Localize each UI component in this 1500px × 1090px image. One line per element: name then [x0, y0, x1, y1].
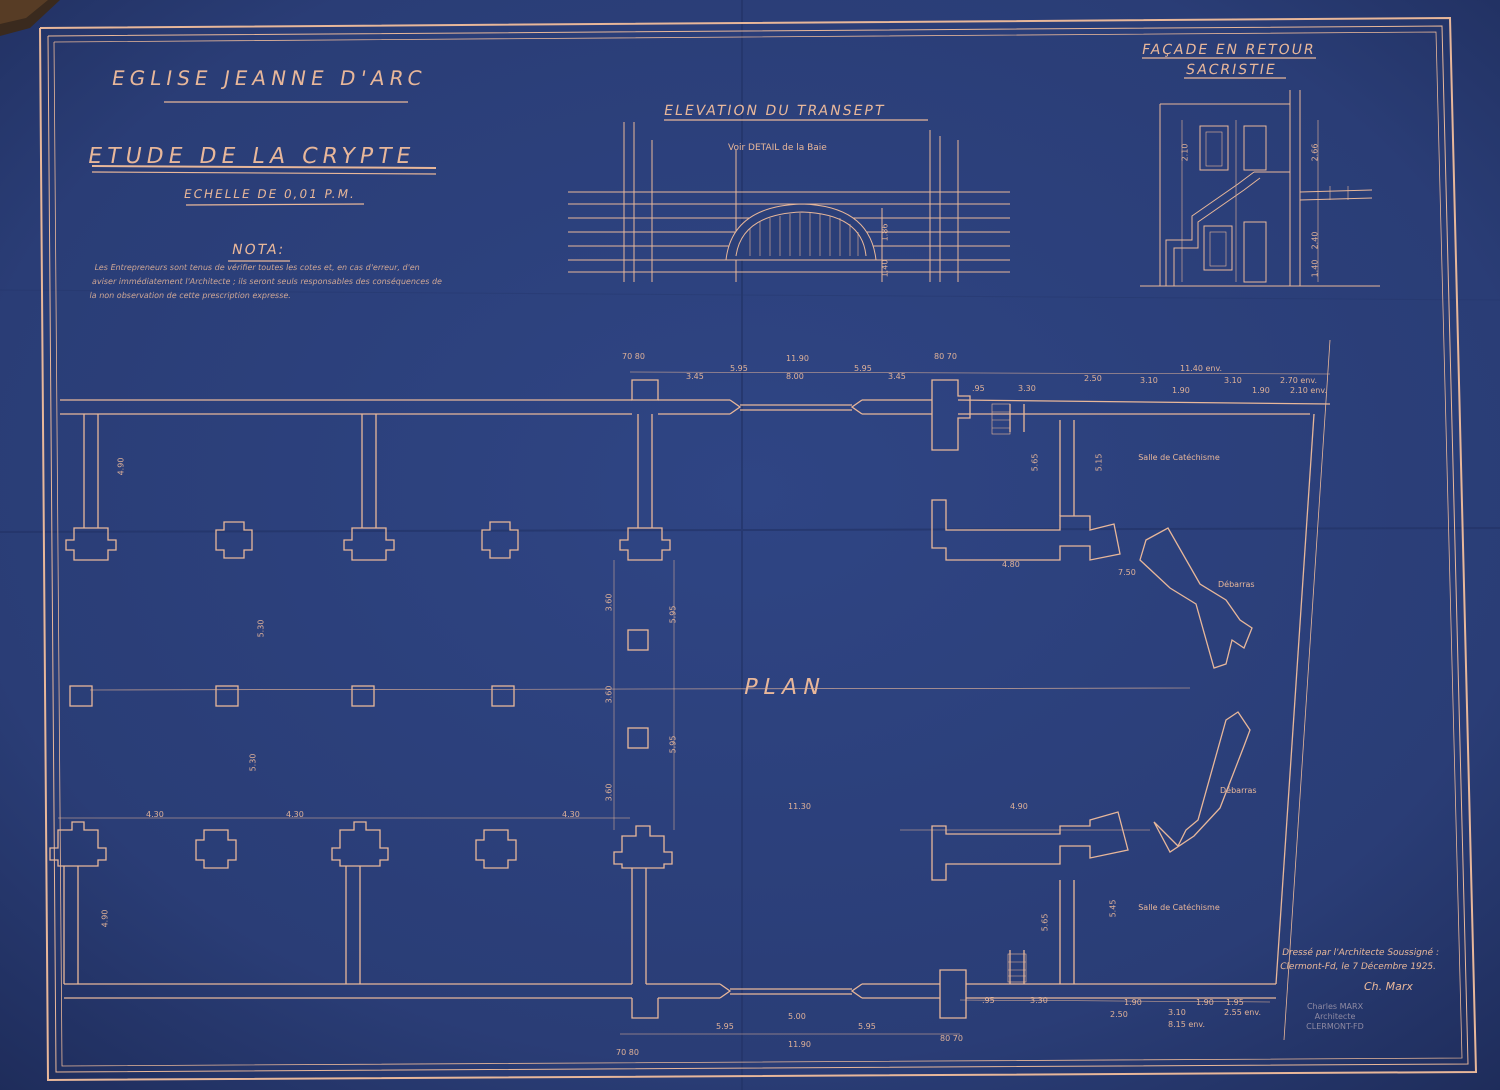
facade-subtitle: SACRISTIE	[1184, 62, 1278, 78]
church-title: EGLISE JEANNE D'ARC	[109, 66, 429, 90]
dimension-label: 5.95	[668, 735, 678, 754]
dimension-label: 2.50	[1084, 374, 1102, 383]
dimension-label: 2.40	[1310, 231, 1320, 250]
dimension-label: 5.95	[858, 1022, 876, 1031]
dimension-label: .95	[972, 384, 985, 393]
dimension-label: 2.10	[1180, 143, 1190, 162]
dimension-label: 5.95	[730, 364, 748, 373]
dimension-label: 3.30	[1018, 384, 1036, 393]
room-label-upper: Salle de Catéchisme	[1138, 453, 1220, 462]
dimension-label: 4.30	[562, 810, 580, 819]
prepared-by: Dressé par l'Architecte Soussigné :	[1281, 948, 1440, 958]
dimension-label: 3.10	[1224, 376, 1242, 385]
room-label-lower: Salle de Catéchisme	[1138, 903, 1220, 912]
crypt-plan	[49, 339, 1331, 1041]
dimension-label: 4.80	[1002, 560, 1020, 569]
dimension-label: 8.00	[786, 372, 804, 381]
transept-elevation	[568, 122, 1010, 282]
nota-heading: NOTA:	[230, 242, 287, 258]
debarras-label-upper: Débarras	[1218, 580, 1255, 589]
plan-title: PLAN	[741, 675, 829, 700]
dimension-label: 3.60	[604, 685, 614, 704]
scale-note: ECHELLE DE 0,01 P.M.	[182, 187, 358, 201]
dimension-label: 7.50	[1118, 568, 1136, 577]
dimension-label: 5.65	[1040, 913, 1050, 932]
dimension-label: 3.30	[1030, 996, 1048, 1005]
dimension-label: 4.90	[116, 457, 126, 476]
dimension-label: 2.55 env.	[1224, 1008, 1262, 1017]
dimension-label: 3.10	[1140, 376, 1158, 385]
dimension-label: 3.60	[604, 593, 614, 612]
dimension-label: 2.10 env.	[1290, 386, 1328, 395]
dimension-label: 11.90	[788, 1040, 811, 1049]
dimension-label: 2.50	[1110, 1010, 1128, 1019]
architect-stamp: Charles MARX Architecte CLERMONT-FD	[1306, 1002, 1364, 1031]
pencil-object	[0, 0, 60, 36]
elevation-note: Voir DETAIL de la Baie	[728, 143, 827, 153]
dimension-label: 5.65	[1030, 453, 1040, 472]
dimension-label: 1.40	[1310, 259, 1320, 278]
dimension-label: 1.90	[1252, 386, 1270, 395]
place-date: Clermont-Fd, le 7 Décembre 1925.	[1279, 962, 1437, 972]
dimension-label: 5.95	[668, 605, 678, 624]
dimension-label: 3.45	[686, 372, 704, 381]
dimension-label: 2.66	[1310, 143, 1320, 162]
dimension-label: 80 70	[940, 1034, 963, 1043]
dimension-label: 1.40	[880, 259, 890, 278]
dimension-label: 4.30	[146, 810, 164, 819]
dimension-label: 5.95	[854, 364, 872, 373]
dimension-label: 5.30	[248, 753, 258, 772]
dimension-label: 2.70 env.	[1280, 376, 1318, 385]
dimension-label: .95	[982, 996, 995, 1005]
dimension-label: 11.30	[788, 802, 811, 811]
facade-title: FAÇADE EN RETOUR	[1140, 42, 1317, 58]
dimension-label: 5.00	[788, 1012, 806, 1021]
dimension-label: 11.40 env.	[1180, 364, 1223, 373]
dimension-label: 5.95	[716, 1022, 734, 1031]
dimension-label: 3.60	[604, 783, 614, 802]
debarras-label-lower: Débarras	[1220, 786, 1257, 795]
dimension-label: 4.90	[1010, 802, 1028, 811]
dimension-label: 1.90	[1124, 998, 1142, 1007]
dimension-label: 3.10	[1168, 1008, 1186, 1017]
dimension-label: 80 70	[934, 352, 957, 361]
dimension-label: 1.95	[1226, 998, 1244, 1007]
architect-signature: Ch. Marx	[1364, 980, 1413, 993]
dimension-label: 4.30	[286, 810, 304, 819]
elevation-title: ELEVATION DU TRANSEPT	[662, 103, 887, 119]
sacristy-facade	[1140, 90, 1380, 287]
dimension-label: 1.86	[880, 223, 890, 242]
sheet-border	[39, 16, 1478, 1082]
dimension-label: 1.90	[1196, 998, 1214, 1007]
dimension-label: 5.15	[1094, 453, 1104, 472]
nota-text: Les Entrepreneurs sont tenus de vérifier…	[88, 263, 443, 300]
dimension-label: 3.45	[888, 372, 906, 381]
dimension-label: 70 80	[622, 352, 645, 361]
dimension-label: 70 80	[616, 1048, 639, 1057]
dimension-label: 4.90	[100, 909, 110, 928]
dimension-label: 5.45	[1108, 899, 1118, 918]
dimension-label: 8.15 env.	[1168, 1020, 1206, 1029]
dimension-label: 11.90	[786, 354, 809, 363]
title-underlines	[91, 57, 1316, 262]
study-title: ETUDE DE LA CRYPTE	[85, 144, 418, 169]
dimension-label: 5.30	[256, 619, 266, 638]
dimension-label: 1.90	[1172, 386, 1190, 395]
